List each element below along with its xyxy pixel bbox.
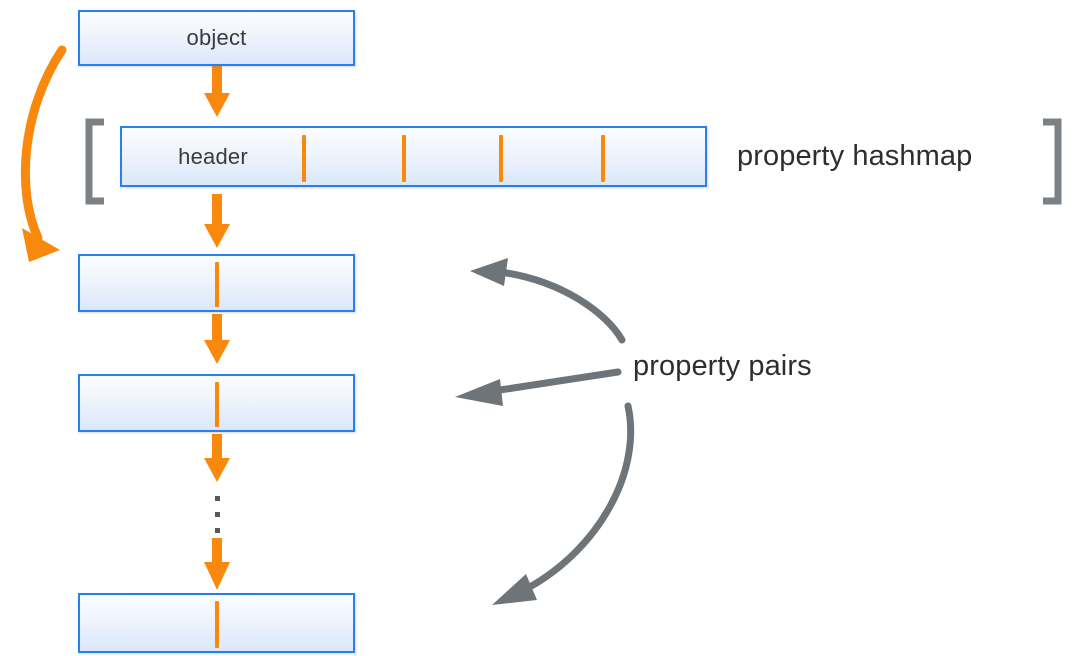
property-pair-box-last-label — [80, 595, 353, 651]
property-pair-box-2[interactable] — [78, 374, 355, 432]
arrow-pairs-middle — [455, 368, 622, 406]
property-pair-box-1-label — [80, 256, 353, 310]
pair-divider-2 — [215, 382, 219, 427]
arrow-object-to-first-pair — [20, 45, 67, 262]
pair-divider-last — [215, 601, 219, 648]
property-pair-box-last[interactable] — [78, 593, 355, 653]
property-pair-box-1[interactable] — [78, 254, 355, 312]
arrow-pair2-to-ellipsis — [204, 434, 230, 482]
hashmap-header-label: header — [178, 143, 248, 169]
hashmap-cell-divider-3 — [499, 135, 503, 182]
object-box-label: object — [186, 25, 247, 50]
property-pairs-caption: property pairs — [633, 350, 812, 382]
property-pair-box-2-label — [80, 376, 353, 430]
hashmap-cell-divider-1 — [302, 135, 306, 182]
property-hashmap-caption: property hashmap — [737, 140, 973, 172]
arrow-pairs-top — [470, 258, 626, 344]
ellipsis-dot-3 — [215, 528, 220, 533]
property-hashmap-box[interactable]: header — [120, 126, 707, 187]
ellipsis-dot-2 — [215, 512, 220, 517]
arrow-pair1-to-pair2 — [204, 314, 230, 364]
hashmap-cell-divider-4 — [601, 135, 605, 182]
arrow-pairs-bottom — [492, 402, 635, 605]
hashmap-cell-divider-2 — [402, 135, 406, 182]
object-box[interactable]: object — [78, 10, 355, 66]
pair-divider-1 — [215, 262, 219, 307]
arrow-header-to-pair1 — [204, 194, 230, 248]
ellipsis-dot-1 — [215, 496, 220, 501]
arrow-object-to-header — [204, 64, 230, 117]
arrow-ellipsis-to-last-pair — [204, 538, 230, 590]
bracket-right — [1043, 118, 1062, 205]
bracket-left — [85, 118, 104, 205]
